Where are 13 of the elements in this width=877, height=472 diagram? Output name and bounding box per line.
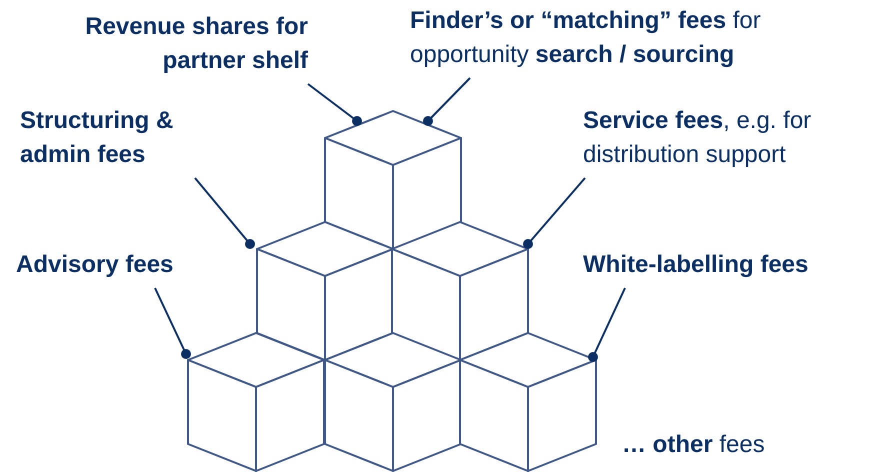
leader-line: [423, 77, 471, 126]
callout-text: Finder’s or “matching” fees for opportunity search / sourcing: [410, 6, 762, 70]
callout-text: White-labelling fees: [583, 250, 810, 280]
callout-text: Revenue shares for partner shelf: [84, 12, 308, 76]
callout-text: Structuring & admin fees: [20, 106, 174, 170]
callout-text: Advisory fees: [16, 250, 174, 280]
leader-line: [588, 288, 626, 362]
note-text: … other fees: [622, 430, 765, 460]
leader-line: [523, 177, 586, 249]
leader-line: [154, 288, 191, 359]
leader-line: [307, 83, 362, 126]
callout-text: Service fees, e.g. for distribution support: [583, 106, 812, 170]
leader-line: [194, 177, 255, 249]
